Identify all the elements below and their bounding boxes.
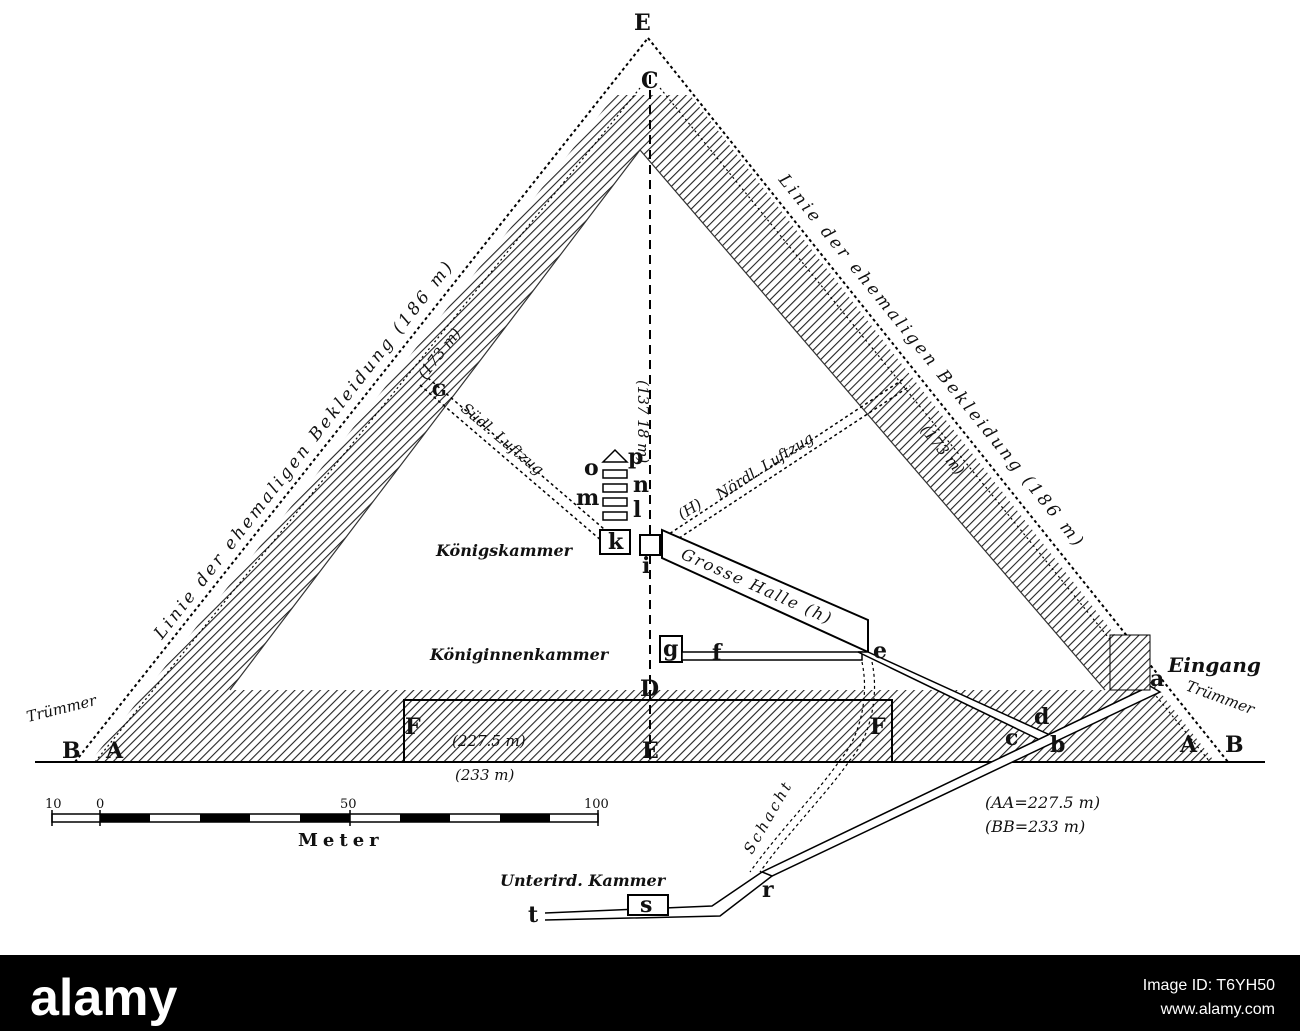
scale-tick-0: 0 [96, 797, 104, 812]
base-outer-text: (233 m) [455, 766, 514, 784]
grand-gallery-text: Grosse Halle (h) [678, 544, 836, 628]
label-n: n [633, 472, 649, 498]
south-air-shaft [419, 384, 611, 549]
pyramid-masonry [90, 95, 1215, 762]
label-p: p [628, 444, 643, 470]
antechamber-box [639, 534, 661, 556]
height-text: (137 18 m) [634, 380, 652, 463]
left-casing-line [74, 37, 649, 763]
rubble-left-text: Trümmer [25, 691, 99, 726]
scale-tick-100: 100 [584, 797, 609, 812]
label-right-A: A [1179, 732, 1198, 758]
label-k: k [608, 529, 624, 555]
queens-chamber-text: Königinnenkammer [429, 645, 610, 664]
label-l: l [633, 497, 641, 523]
label-d: d [1034, 704, 1049, 730]
entrance-block [1109, 634, 1151, 691]
watermark-bar [0, 955, 1300, 1031]
label-b: b [1050, 732, 1065, 758]
right-casing-text: Linie der ehemaligen Bekleidung (186 m) [773, 170, 1089, 553]
ff-bracket [403, 699, 893, 762]
label-apex-E: E [634, 10, 651, 36]
kings-chamber-box [599, 529, 631, 555]
label-base-E: E [642, 738, 659, 764]
label-e: e [873, 638, 887, 664]
inner-cavity-edge [229, 149, 1106, 691]
watermark-brand: alamy [30, 969, 178, 1027]
label-r: r [762, 877, 774, 903]
label-right-B: B [1225, 732, 1244, 758]
queens-passage [681, 651, 863, 661]
subterranean-chamber-box [627, 894, 669, 916]
north-air-shaft [659, 377, 906, 541]
label-left-B: B [62, 738, 81, 764]
watermark-url: www.alamy.com [1160, 1001, 1275, 1018]
label-left-A: A [105, 738, 124, 764]
scale-tick-50: 50 [340, 797, 357, 812]
descending-passage-lower [544, 871, 763, 914]
shaft-text: Schacht [740, 777, 797, 857]
base-inner-text: (227.5 m) [452, 732, 526, 750]
scale-bar [51, 810, 599, 826]
label-i: i [642, 553, 650, 579]
label-G: G [432, 381, 447, 401]
label-s: s [640, 892, 652, 918]
scale-unit: Meter [298, 830, 384, 851]
label-c: c [1005, 725, 1018, 751]
north-air-shaft-2 [663, 385, 911, 549]
watermark-id: Image ID: T6YH50 [1143, 977, 1275, 994]
relieving-chambers [601, 448, 629, 521]
queens-chamber-box [659, 635, 683, 663]
label-t: t [528, 902, 539, 928]
label-f: f [712, 640, 723, 666]
label-a: a [1150, 666, 1164, 692]
kings-chamber-text: Königskammer [435, 541, 574, 560]
label-D: D [640, 676, 659, 702]
subterranean-text: Unterird. Kammer [500, 871, 667, 890]
label-o: o [584, 455, 599, 481]
label-g: g [663, 636, 678, 662]
north-shaft-text: Nördl. Luftzug [712, 429, 817, 504]
base-band [230, 712, 1105, 762]
label-apex-C: C [641, 68, 659, 94]
south-shaft-text: Südl. Luftzug [457, 399, 547, 479]
descending-passage-lower-2 [544, 875, 773, 921]
entrance-text: Eingang [1167, 653, 1261, 677]
rubble-right-text: Trümmer [1184, 677, 1258, 719]
bb-text: (BB=233 m) [985, 817, 1085, 836]
h-mark: (H) [675, 495, 706, 523]
scale-tick-10: 10 [45, 797, 62, 812]
label-left-F: F [405, 714, 421, 740]
aa-text: (AA=227.5 m) [985, 793, 1100, 812]
label-m: m [576, 485, 599, 511]
right-casing-line [647, 37, 1229, 763]
label-right-F: F [870, 714, 886, 740]
